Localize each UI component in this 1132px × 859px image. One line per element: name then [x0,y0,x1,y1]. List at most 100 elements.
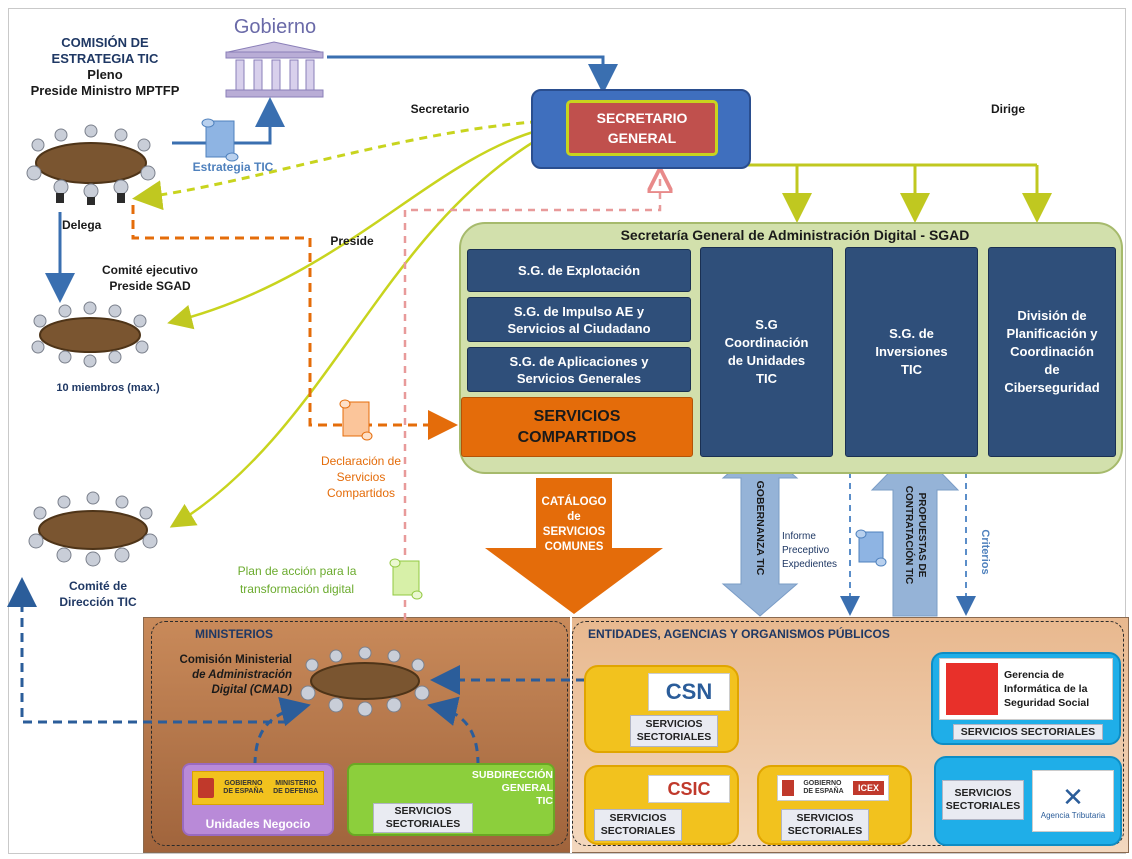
orange-dashed-path [131,205,458,440]
csn-servicios-line1: SERVICIOS [645,718,703,730]
comision-title-line2: ESTRATEGIA TIC [51,51,159,66]
csic-servicios-line2: SECTORIALES [600,825,676,837]
subdireccion-servicios-line2: SECTORIALES [385,818,461,830]
servicios-compartidos-box: SERVICIOS COMPARTIDOS [461,397,693,457]
section-divider [570,617,572,853]
sg-impulso-box: S.G. de Impulso AE y Servicios al Ciudad… [467,297,691,342]
division-line1: División de [1017,308,1087,323]
gob-logo-line1: GOBIERNO [224,780,263,787]
gobierno-label: Gobierno [233,16,317,38]
dirige-label: Dirige [990,102,1025,116]
secretario-general-box: SECRETARIO GENERAL [566,100,718,156]
ministerios-title: MINISTERIOS [195,627,274,641]
gobernanza-double-arrow [721,445,799,617]
pink-dashed-path [403,173,660,620]
aeat-servicios-label: SERVICIOS SECTORIALES [942,780,1024,820]
sg-inversiones-line2: Inversiones [875,344,948,359]
catalogo-line3: SERVICIOS [542,526,606,538]
catalogo-arrow [485,478,663,614]
unidades-negocio-label: Unidades Negocio [205,817,311,831]
sg-coordinacion-box: S.G Coordinación de Unidades TIC [700,247,833,457]
csn-servicios-line2: SECTORIALES [636,731,712,743]
subdireccion-line2: GENERAL [501,782,553,794]
secretario-label: Secretario [410,102,470,116]
icex-logo-text: ICEX [852,781,884,795]
cmad-line3: Digital (CMAD) [211,684,293,696]
declaracion-scroll-icon [339,399,373,441]
agencia-tributaria-logo: ✕ Agencia Tributaria [1032,770,1114,832]
comite-ejecutivo-line1: Comité ejecutivo [101,263,199,277]
csn-card: CSN SERVICIOS SECTORIALES [584,665,739,753]
sg-aplicaciones-box: S.G. de Aplicaciones y Servicios General… [467,347,691,392]
icex-servicios-line2: SECTORIALES [787,825,863,837]
informe-line3: Expedientes [782,559,838,570]
subdireccion-servicios-label: SERVICIOS SECTORIALES [373,803,473,833]
declaracion-line1: Declaración de [320,454,402,468]
comision-title-line4: Preside Ministro MPTFP [30,83,180,98]
subdireccion-label: SUBDIRECCIÓN GENERAL TIC [459,769,553,808]
meeting-table-icon-pleno [26,124,156,205]
meeting-table-icon-cmad [300,646,430,717]
secretario-general-line2: GENERAL [607,130,677,146]
gerencia-text: Gerencia de Informática de la Seguridad … [1004,668,1089,710]
declaracion-line2: Servicios [336,470,386,484]
defensa-logo-line2: DE DEFENSA [273,788,319,795]
subdireccion-card: SUBDIRECCIÓN GENERAL TIC SERVICIOS SECTO… [347,763,555,836]
icex-gob-line2: DE ESPAÑA [803,788,844,795]
preside-curve-2 [169,133,546,528]
spain-coat-icon [197,778,214,798]
sg-inversiones-line3: TIC [901,362,922,377]
gobierno-to-secretario-arrow [327,55,618,94]
miembros-label: 10 miembros (max.) [56,382,160,394]
icex-coat-icon [782,780,794,796]
aeat-servicios-line2: SECTORIALES [945,800,1021,812]
sg-inversiones-line1: S.G. de [889,326,934,341]
comision-title-line3: Pleno [87,67,123,82]
propuestas-line1: PROPUESTAS DE [916,492,927,578]
sg-explotacion-label: S.G. de Explotación [517,263,641,278]
subdireccion-servicios-line1: SERVICIOS [394,805,452,817]
csn-logo-text: CSN [665,679,713,704]
unidades-to-cmad-arrow [253,697,311,766]
diagram-frame [8,8,1126,854]
icex-servicios-line1: SERVICIOS [796,812,854,824]
propuestas-arrow [870,445,960,617]
comite-direccion-line2: Dirección TIC [59,595,137,609]
agencia-tributaria-icon: ✕ [1062,781,1084,812]
icex-servicios-label: SERVICIOS SECTORIALES [781,809,869,841]
comision-to-gobierno-arrow [172,97,285,145]
sg-coordinacion-line3: de Unidades [727,353,806,368]
sg-impulso-line2: Servicios al Ciudadano [507,320,651,336]
comite-ejecutivo-label: Comité ejecutivo Preside SGAD [70,262,230,294]
delega-label: Delega [62,218,102,232]
agencia-tributaria-text: Agencia Tributaria [1040,810,1106,820]
sg-impulso-line1: S.G. de Impulso AE y [513,303,645,319]
subdireccion-line1: SUBDIRECCIÓN [471,769,553,781]
propuestas-line2: CONTRATACIÓN TIC [903,485,914,585]
gerencia-servicios-label: SERVICIOS SECTORIALES [953,724,1103,740]
preside-label: Preside [330,234,374,248]
aeat-servicios-line1: SERVICIOS [954,787,1012,799]
plan-line2: transformación digital [239,582,355,596]
informe-scroll-icon [855,529,887,567]
sg-inversiones-box: S.G. de Inversiones TIC [845,247,978,457]
gerencia-line1: Gerencia de [1004,669,1065,681]
gerencia-card: Gerencia de Informática de la Seguridad … [931,652,1121,745]
comision-title-line1: COMISIÓN DE [61,35,149,50]
gerencia-line3: Seguridad Social [1004,697,1090,709]
cmad-label: Comisión Ministerial de Administración D… [152,653,292,698]
gobierno-building-icon [225,41,324,98]
informe-line2: Preceptivo [782,545,830,556]
gerencia-logo: Gerencia de Informática de la Seguridad … [939,658,1113,720]
entidades-title: ENTIDADES, AGENCIAS Y ORGANISMOS PÚBLICO… [588,627,890,641]
plan-scroll-icon [389,558,423,600]
entidades-dashed-border [572,621,1124,846]
propuestas-label: PROPUESTAS DE CONTRATACIÓN TIC [902,470,928,600]
dirige-line [720,143,1037,167]
informe-line1: Informe [782,531,816,542]
division-line4: de [1044,362,1060,377]
servicios-compartidos-line1: SERVICIOS [533,408,621,425]
sg-coordinacion-line4: TIC [756,371,777,386]
declaracion-label: Declaración de Servicios Compartidos [306,453,416,501]
